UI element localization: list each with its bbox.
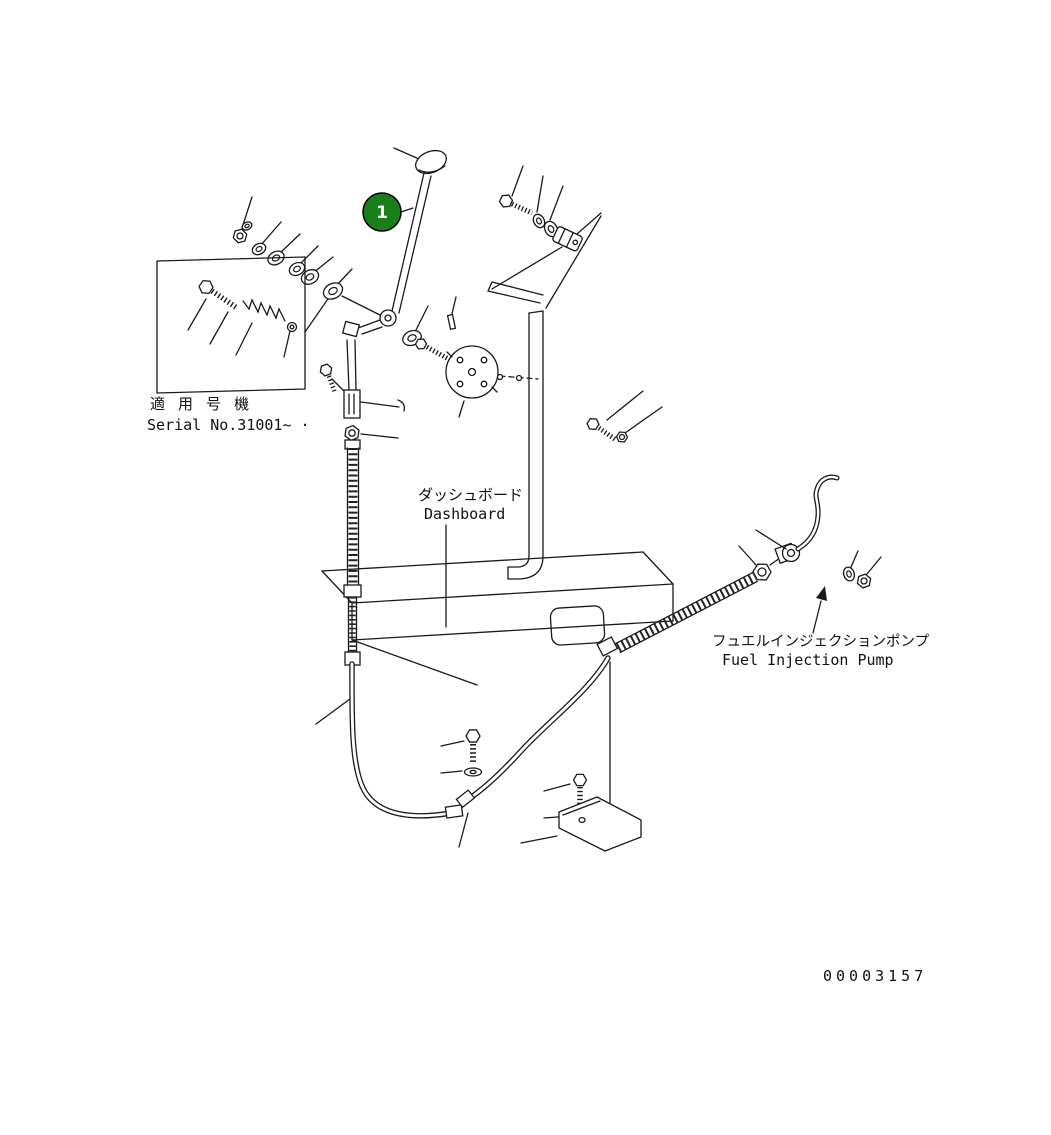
serial-bolt <box>196 277 239 311</box>
spring-end-ring <box>286 321 298 333</box>
fuel-pump-label: フュエルインジェクションポンプ Fuel Injection Pump <box>712 586 930 669</box>
nut-mid <box>614 429 630 445</box>
bolt-mid <box>584 415 618 443</box>
applicability-serial: Serial No.31001~ · <box>147 416 310 434</box>
dashboard-panel <box>321 551 674 686</box>
cable-anchor-block <box>343 389 361 419</box>
lever-pivot <box>379 309 397 327</box>
cable-end-left <box>444 804 464 819</box>
nut-1 <box>231 227 249 245</box>
lever-washer-stack <box>231 196 381 333</box>
rod-end <box>781 543 801 563</box>
cable-clamp-bracket <box>520 773 642 852</box>
dashboard-label-ja: ダッシュボード <box>418 486 523 504</box>
bolt-top-right <box>497 192 534 216</box>
lever-lower-link <box>318 339 406 442</box>
clip-part <box>397 399 406 412</box>
lever-knob <box>415 149 447 175</box>
mid-right-hardware <box>584 390 663 445</box>
cotter-pin <box>446 313 457 331</box>
control-cable-right <box>455 474 882 809</box>
friction-plate <box>445 345 499 399</box>
adjuster-nut <box>750 559 774 585</box>
washer-1 <box>249 240 269 258</box>
fuel-pump-label-en: Fuel Injection Pump <box>722 651 894 669</box>
dashboard-label-en: Dashboard <box>424 505 505 523</box>
bolt-link <box>318 362 338 394</box>
bracket-plate <box>558 796 642 852</box>
serial-spring <box>242 298 286 322</box>
nut-right <box>856 572 872 590</box>
washer-bottom <box>463 767 483 777</box>
drawing-number: 00003157 <box>823 967 927 985</box>
callout-1-number: 1 <box>376 203 388 223</box>
bolt-bracket <box>573 773 587 804</box>
washer-right <box>841 565 857 583</box>
cable-end-right <box>455 789 476 809</box>
applicability-label-ja: 適 用 号 機 <box>150 395 251 413</box>
dashboard-post <box>487 215 602 580</box>
bottom-bolt-washer <box>440 729 483 777</box>
applicability-label: 適 用 号 機 Serial No.31001~ · <box>147 395 310 434</box>
bolt-bottom <box>465 729 481 763</box>
arrow-to-pump <box>816 586 827 601</box>
serial-applicability-box <box>156 256 306 394</box>
pivot-hardware <box>399 296 539 418</box>
callout-1[interactable]: 1 <box>362 192 414 232</box>
washer-5 <box>319 279 347 303</box>
top-right-hardware <box>491 165 602 290</box>
callout-1-circle <box>362 192 402 232</box>
control-cable-left <box>315 439 469 848</box>
cable-nut <box>344 424 360 442</box>
lever-arm-plate <box>341 320 361 338</box>
throttle-lever <box>341 147 447 338</box>
panel-cutout <box>549 605 606 646</box>
fuel-pump-label-ja: フュエルインジェクションポンプ <box>712 633 930 650</box>
dashboard-label: ダッシュボード Dashboard <box>418 486 523 628</box>
cable-connector <box>552 226 583 252</box>
